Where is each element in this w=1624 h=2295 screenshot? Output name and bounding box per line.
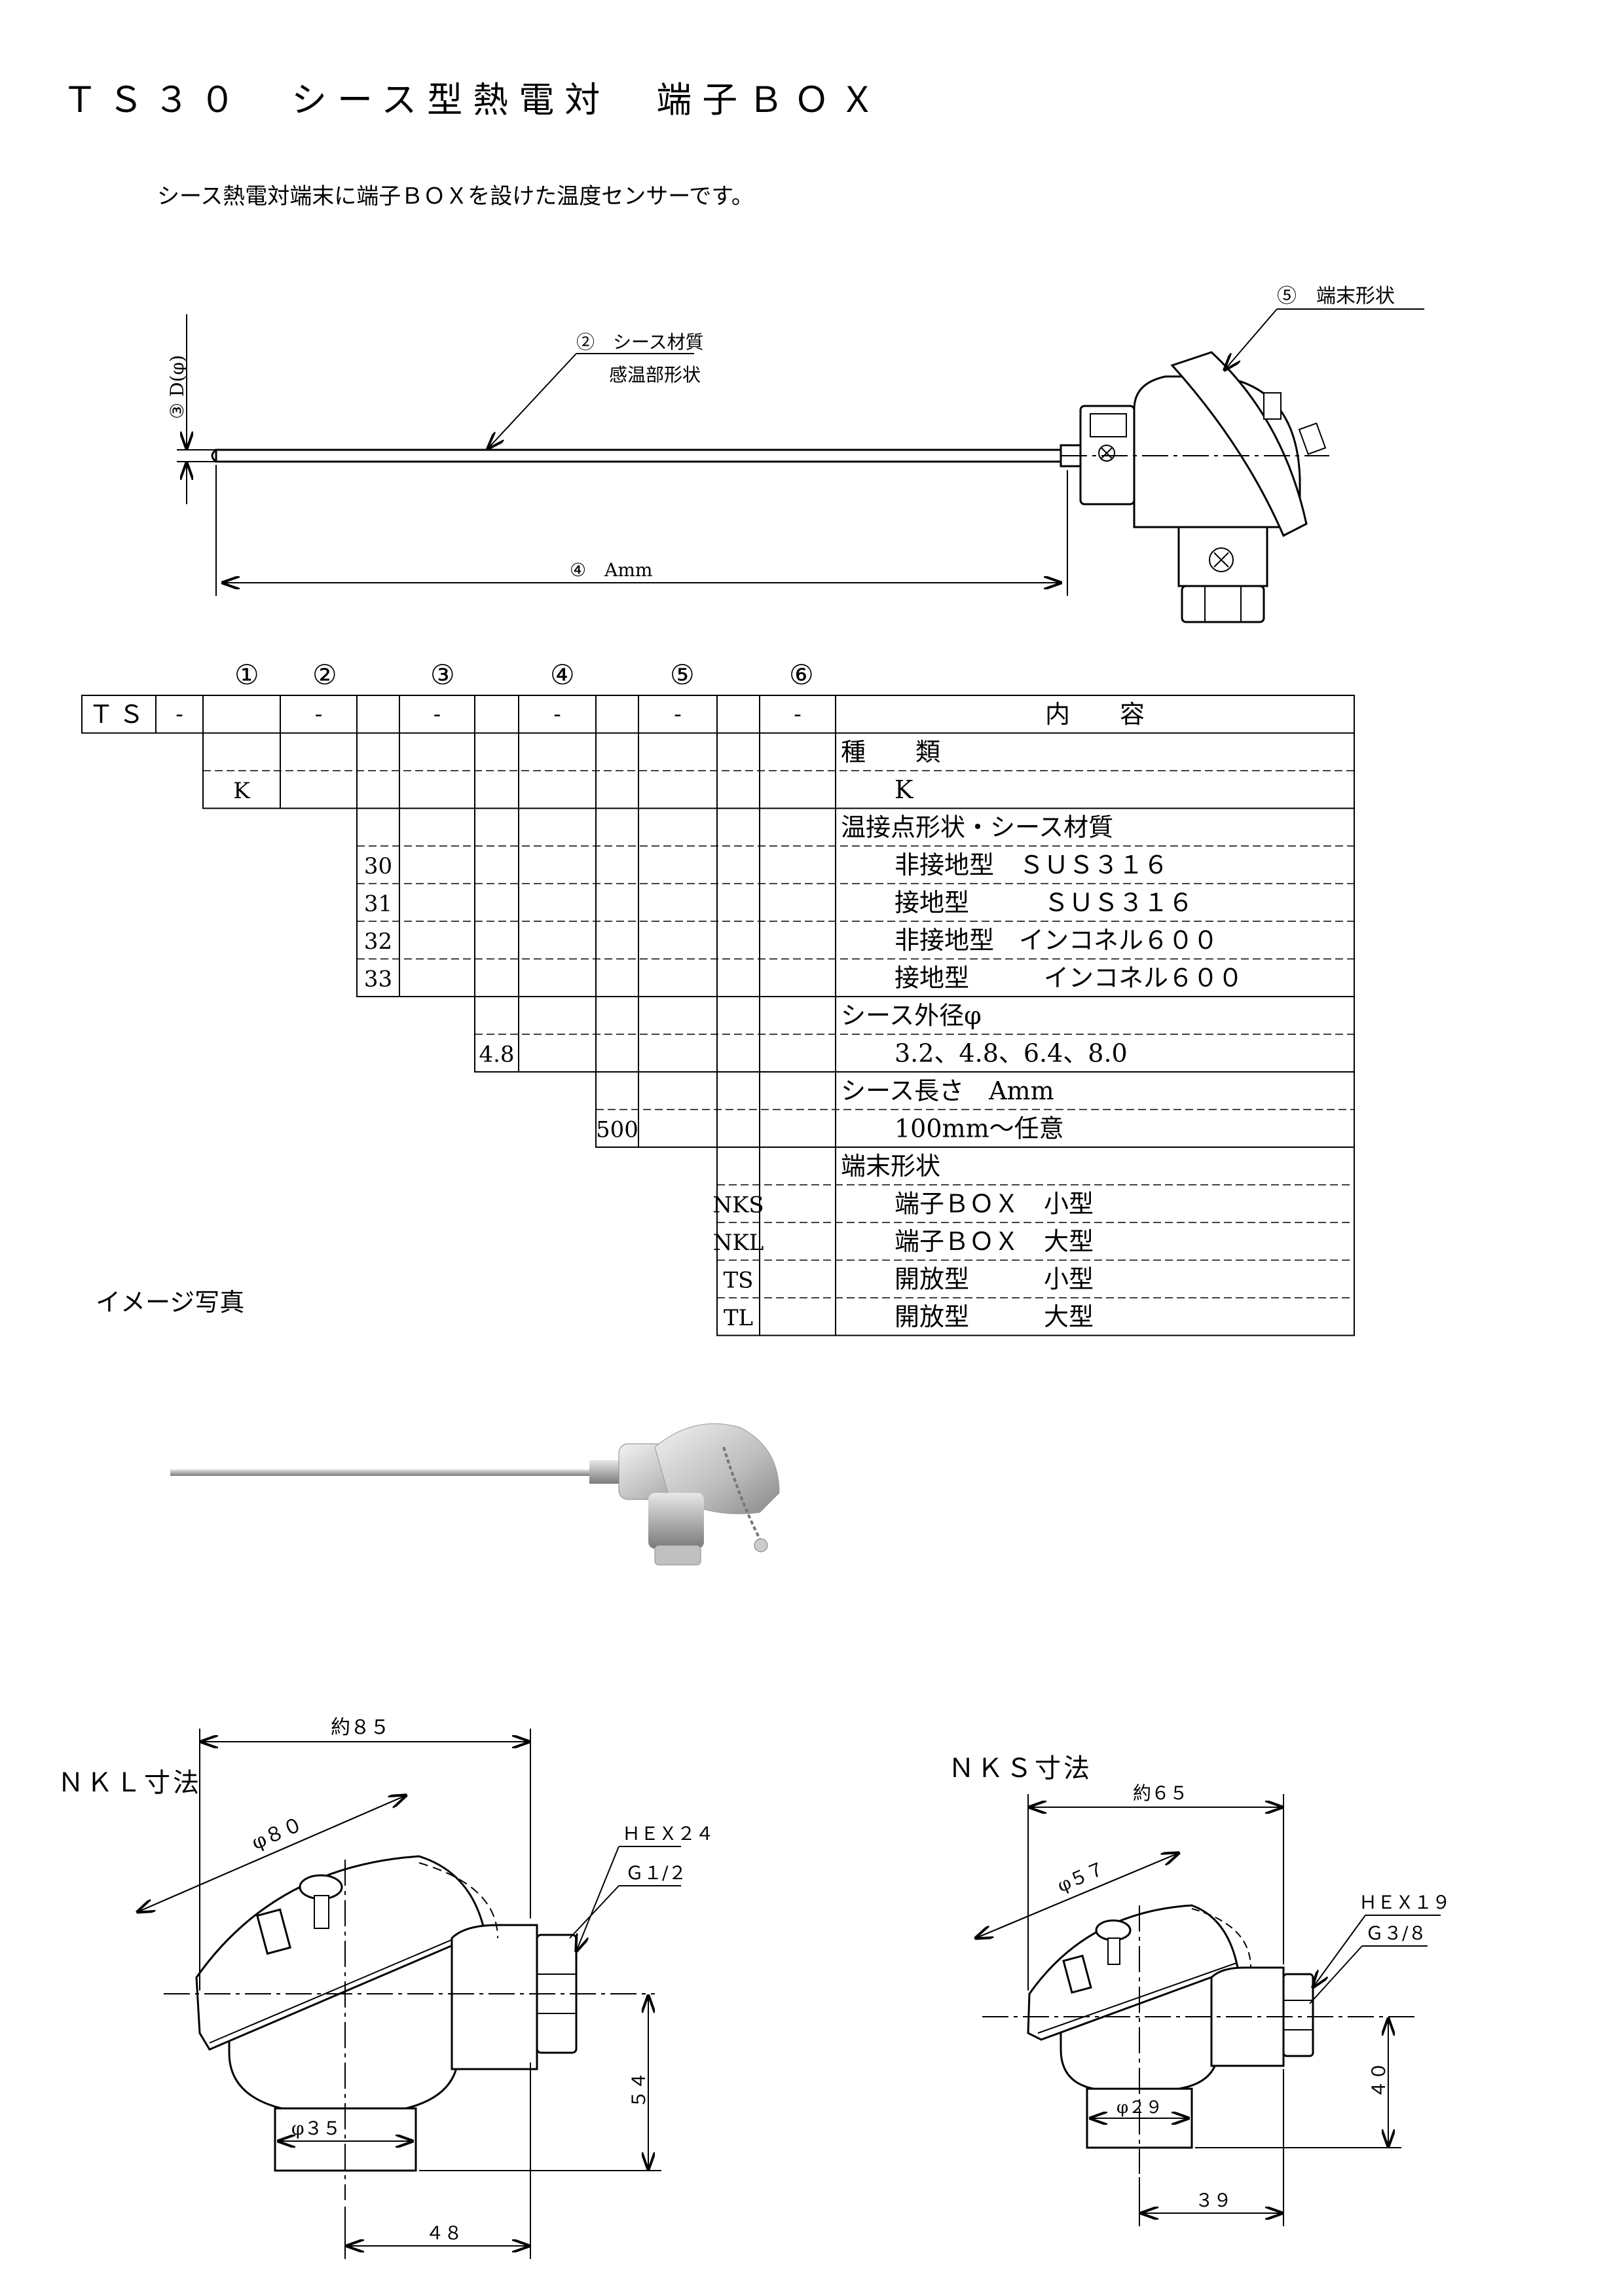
photo-rod xyxy=(170,1469,602,1476)
content-header: 内 容 xyxy=(1045,700,1145,729)
dim-diameter-label: ③ D(φ) xyxy=(166,355,188,419)
nks-width: 約６５ xyxy=(1133,1782,1188,1804)
content-cell: 100mm～任意 xyxy=(895,1114,1064,1143)
code-value: NKS xyxy=(712,1192,764,1219)
sheath-drawing: ③ D(φ) ④ Amm ② シース材質 感温部形状 ⑤ 端末形状 xyxy=(166,285,1424,623)
description: シース熱電対端末に端子ＢＯＸを設けた温度センサーです。 xyxy=(157,183,754,210)
code-value: TS xyxy=(724,1268,754,1294)
code-value: 30 xyxy=(364,853,392,879)
nkl-bottom-dia: φ３５ xyxy=(291,2118,341,2139)
nks-thread: Ｇ３/８ xyxy=(1365,1922,1426,1944)
column-number: ① xyxy=(234,659,259,691)
content-cell: 種 類 xyxy=(841,738,940,767)
code-value: K xyxy=(233,778,250,804)
content-cell: 端子ＢＯＸ 小型 xyxy=(895,1190,1094,1219)
nks-bottom-dia: φ２９ xyxy=(1116,2098,1162,2118)
table-header-row xyxy=(81,695,1355,734)
sheath-rod xyxy=(215,449,1062,463)
product-photo xyxy=(170,1423,780,1566)
nks-drawing: 約６５ φ５７ ＨＥＸ１９ Ｇ３/８ ４０ φ２９ ３９ xyxy=(851,1782,1450,2226)
nkl-width: 約８５ xyxy=(331,1716,390,1739)
content-cell: 温接点形状・シース材質 xyxy=(841,813,1113,842)
column-number: ③ xyxy=(430,659,455,691)
callout-sheath-2: 感温部形状 xyxy=(609,364,701,386)
dash-cell: - xyxy=(315,701,323,727)
content-cell: 接地型 ＳＵＳ３１６ xyxy=(895,889,1193,917)
content-cell: 3.2、4.8、6.4、8.0 xyxy=(895,1039,1128,1068)
page-title: ＴＳ３０ シース型熱電対 端子ＢＯＸ xyxy=(62,79,886,120)
nkl-hex: ＨＥＸ２４ xyxy=(622,1823,714,1845)
column-number: ④ xyxy=(550,659,575,691)
column-number: ⑤ xyxy=(670,659,695,691)
dim-length-label: ④ Amm xyxy=(570,559,652,581)
nkl-title: ＮＫＬ寸法 xyxy=(58,1768,202,1798)
content-cell: 非接地型 インコネル６００ xyxy=(895,926,1218,955)
code-value: 500 xyxy=(596,1117,638,1143)
code-value: 33 xyxy=(364,966,392,993)
code-value: TL xyxy=(724,1305,753,1331)
dash-cell: - xyxy=(175,701,183,727)
nkl-depth: ４８ xyxy=(426,2222,462,2244)
nks-title: ＮＫＳ寸法 xyxy=(948,1753,1092,1784)
code-value: NKL xyxy=(713,1230,764,1256)
photo-label: イメージ写真 xyxy=(96,1288,245,1317)
code-value: 4.8 xyxy=(479,1042,514,1068)
dash-cell: - xyxy=(434,701,441,727)
dash-cell: - xyxy=(553,701,561,727)
content-cell: 開放型 小型 xyxy=(895,1265,1094,1294)
content-cell: 端末形状 xyxy=(841,1152,940,1181)
nkl-cover xyxy=(195,1855,486,2051)
prefix-cell: ＴＳ xyxy=(88,700,149,729)
nkl-dia: φ８０ xyxy=(248,1812,306,1854)
column-number: ⑥ xyxy=(789,659,814,691)
content-cell: シース長さ Amm xyxy=(841,1076,1054,1105)
callout-terminal: ⑤ 端末形状 xyxy=(1277,285,1395,308)
code-value: 32 xyxy=(364,928,392,955)
nkl-drawing: 約８５ φ８０ ＨＥＸ２４ Ｇ１/２ ５４ φ３５ ４８ xyxy=(0,1716,714,2259)
nks-dia: φ５７ xyxy=(1054,1858,1108,1897)
nks-hex: ＨＥＸ１９ xyxy=(1359,1892,1450,1913)
table-group xyxy=(716,1147,1355,1336)
nks-height: ４０ xyxy=(1368,2062,1390,2099)
nkl-height: ５４ xyxy=(628,2072,650,2108)
callout-sheath: ② シース材質 xyxy=(576,331,704,353)
photo-head xyxy=(654,1423,780,1515)
terminal-head-cover xyxy=(1170,351,1308,538)
column-number: ② xyxy=(312,659,337,691)
nkl-thread: Ｇ１/２ xyxy=(625,1862,686,1884)
nks-cover xyxy=(1027,1904,1239,2041)
content-cell: 開放型 大型 xyxy=(895,1302,1094,1331)
dash-cell: - xyxy=(674,701,682,727)
code-value: 31 xyxy=(364,891,392,917)
content-cell: 端子ＢＯＸ 大型 xyxy=(895,1227,1094,1256)
content-cell: 非接地型 ＳＵＳ３１６ xyxy=(895,851,1168,879)
content-cell: シース外径φ xyxy=(841,1001,982,1030)
content-cell: K xyxy=(895,775,913,804)
nks-depth: ３９ xyxy=(1195,2190,1232,2211)
content-cell: 接地型 インコネル６００ xyxy=(895,964,1243,993)
dash-cell: - xyxy=(794,701,802,727)
